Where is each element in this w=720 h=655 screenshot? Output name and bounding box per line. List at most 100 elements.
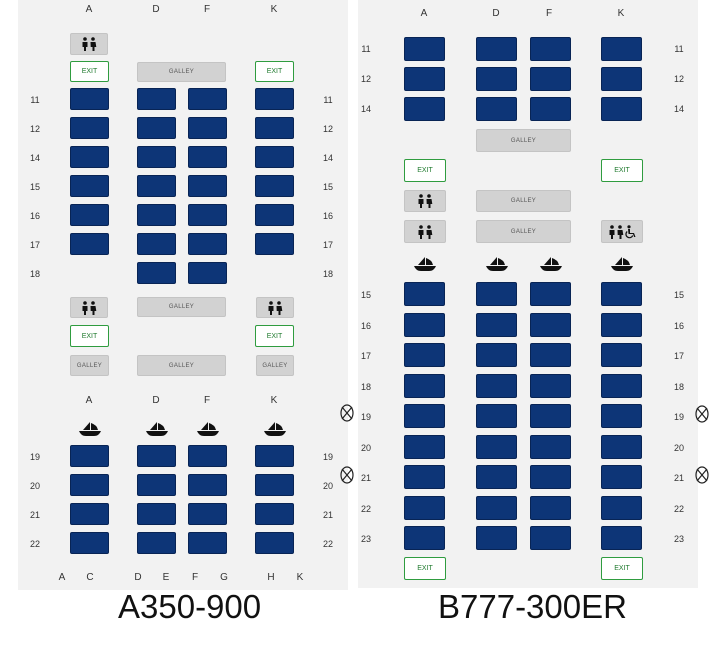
seat[interactable] [188,117,227,139]
seat[interactable] [188,262,227,284]
seat[interactable] [404,526,445,550]
seat[interactable] [70,233,109,255]
seat[interactable] [601,373,642,398]
seat[interactable] [601,343,642,367]
seat[interactable] [70,146,109,168]
seat[interactable] [530,495,571,520]
seat[interactable] [255,474,294,496]
seat[interactable] [255,532,294,554]
seat[interactable] [70,117,109,139]
seat[interactable] [601,97,642,121]
exit-door[interactable]: EXIT [404,159,446,182]
seat[interactable] [188,88,227,110]
seat[interactable] [530,282,571,306]
seat[interactable] [530,434,571,459]
seat[interactable] [476,526,517,550]
seat[interactable] [188,175,227,197]
seat[interactable] [70,503,109,525]
seat[interactable] [530,37,571,61]
seat[interactable] [70,532,109,554]
seat[interactable] [188,474,227,496]
exit-door[interactable]: EXIT [70,61,109,82]
seat[interactable] [188,532,227,554]
seat[interactable] [70,88,109,110]
seat[interactable] [476,37,517,61]
seat[interactable] [137,445,176,467]
seat[interactable] [255,503,294,525]
seat[interactable] [137,146,176,168]
seat[interactable] [530,343,571,367]
seat[interactable] [404,312,445,337]
seat[interactable] [530,526,571,550]
seat[interactable] [601,465,642,489]
seat[interactable] [137,532,176,554]
seat[interactable] [476,434,517,459]
galley[interactable]: GALLEY [256,355,294,376]
seat[interactable] [188,445,227,467]
seat[interactable] [137,117,176,139]
seat[interactable] [601,434,642,459]
galley[interactable]: GALLEY [137,297,226,317]
seat[interactable] [601,495,642,520]
accessible-lavatory[interactable] [601,220,643,243]
exit-door[interactable]: EXIT [70,325,109,347]
seat[interactable] [476,343,517,367]
seat[interactable] [255,175,294,197]
seat[interactable] [530,67,571,91]
exit-door[interactable]: EXIT [255,325,294,347]
seat[interactable] [404,465,445,489]
seat[interactable] [188,146,227,168]
lavatory[interactable] [70,297,108,318]
seat[interactable] [137,88,176,110]
seat[interactable] [255,146,294,168]
galley[interactable]: GALLEY [476,129,571,152]
galley[interactable]: GALLEY [476,220,571,243]
seat[interactable] [476,282,517,306]
seat[interactable] [255,445,294,467]
seat[interactable] [601,67,642,91]
seat[interactable] [255,233,294,255]
seat[interactable] [601,282,642,306]
seat[interactable] [255,88,294,110]
seat[interactable] [476,495,517,520]
seat[interactable] [137,204,176,226]
exit-door[interactable]: EXIT [404,557,446,580]
seat[interactable] [601,404,642,428]
exit-door[interactable]: EXIT [601,159,643,182]
exit-door[interactable]: EXIT [601,557,643,580]
seat[interactable] [404,343,445,367]
seat[interactable] [601,37,642,61]
seat[interactable] [601,526,642,550]
lavatory[interactable] [404,190,446,212]
seat[interactable] [404,404,445,428]
seat[interactable] [404,434,445,459]
seat[interactable] [530,373,571,398]
seat[interactable] [601,312,642,337]
seat[interactable] [137,262,176,284]
seat[interactable] [530,465,571,489]
lavatory[interactable] [256,297,294,318]
lavatory[interactable] [70,33,108,55]
seat[interactable] [137,474,176,496]
seat[interactable] [137,175,176,197]
seat[interactable] [530,404,571,428]
seat[interactable] [70,474,109,496]
seat[interactable] [476,404,517,428]
seat[interactable] [476,312,517,337]
seat[interactable] [530,97,571,121]
seat[interactable] [476,97,517,121]
seat[interactable] [530,312,571,337]
seat[interactable] [70,175,109,197]
galley[interactable]: GALLEY [70,355,109,376]
seat[interactable] [404,282,445,306]
seat[interactable] [137,233,176,255]
galley[interactable]: GALLEY [476,190,571,212]
seat[interactable] [255,117,294,139]
galley[interactable]: GALLEY [137,355,226,376]
lavatory[interactable] [404,220,446,243]
seat[interactable] [70,204,109,226]
seat[interactable] [476,67,517,91]
seat[interactable] [404,97,445,121]
seat[interactable] [188,204,227,226]
seat[interactable] [404,67,445,91]
